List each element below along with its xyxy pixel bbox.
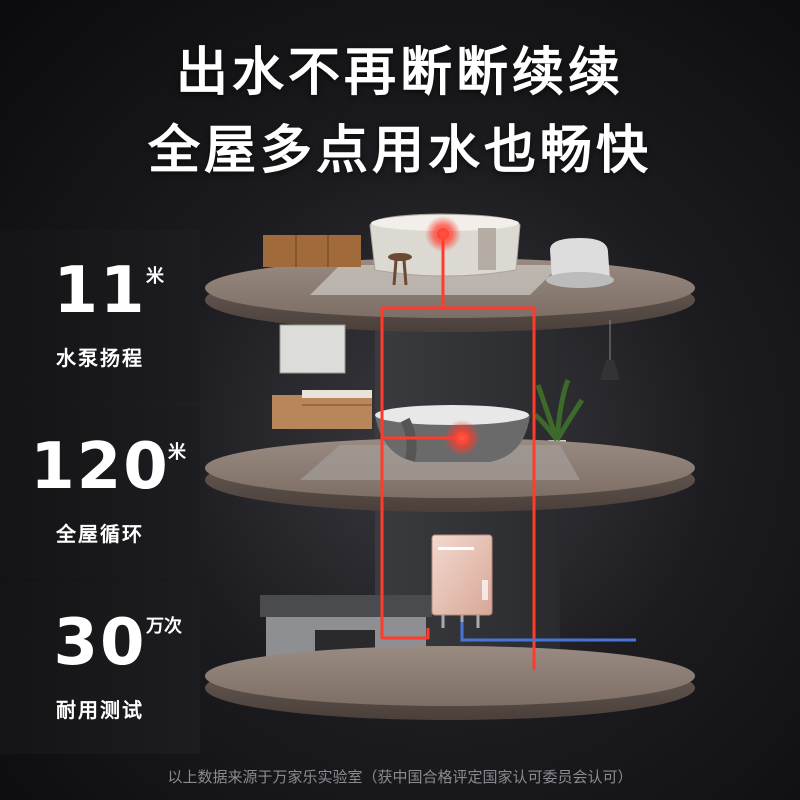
stat-label: 耐用测试 — [56, 698, 144, 722]
stat-panel-pump-head: 11 米 水泵扬程 — [0, 230, 200, 402]
headline-line-2: 全屋多点用水也畅快 — [147, 121, 652, 181]
bottom-floor — [205, 646, 695, 720]
stat-unit: 米 — [146, 266, 164, 287]
stat-value: 11 — [53, 254, 147, 328]
stat-panel-circulation: 120 米 全屋循环 — [0, 406, 200, 578]
stat-unit: 米 — [168, 442, 186, 463]
stat-value: 120 — [30, 430, 170, 504]
headline-line-1: 出水不再断断续续 — [175, 43, 624, 103]
cold-water-pipe — [460, 622, 636, 642]
stat-unit: 万次 — [146, 616, 182, 637]
stat-label: 水泵扬程 — [56, 346, 144, 370]
house-scene-illustration — [205, 213, 695, 720]
water-point-middle — [444, 420, 480, 456]
stat-value: 30 — [53, 606, 147, 680]
middle-floor — [205, 405, 695, 512]
stat-panel-durability: 30 万次 耐用测试 — [0, 582, 200, 754]
data-source-note: 以上数据来源于万家乐实验室（获中国合格评定国家认可委员会认可） — [167, 768, 633, 786]
stat-label: 全屋循环 — [56, 522, 144, 546]
top-floor — [205, 213, 695, 332]
water-point-top — [425, 216, 461, 252]
